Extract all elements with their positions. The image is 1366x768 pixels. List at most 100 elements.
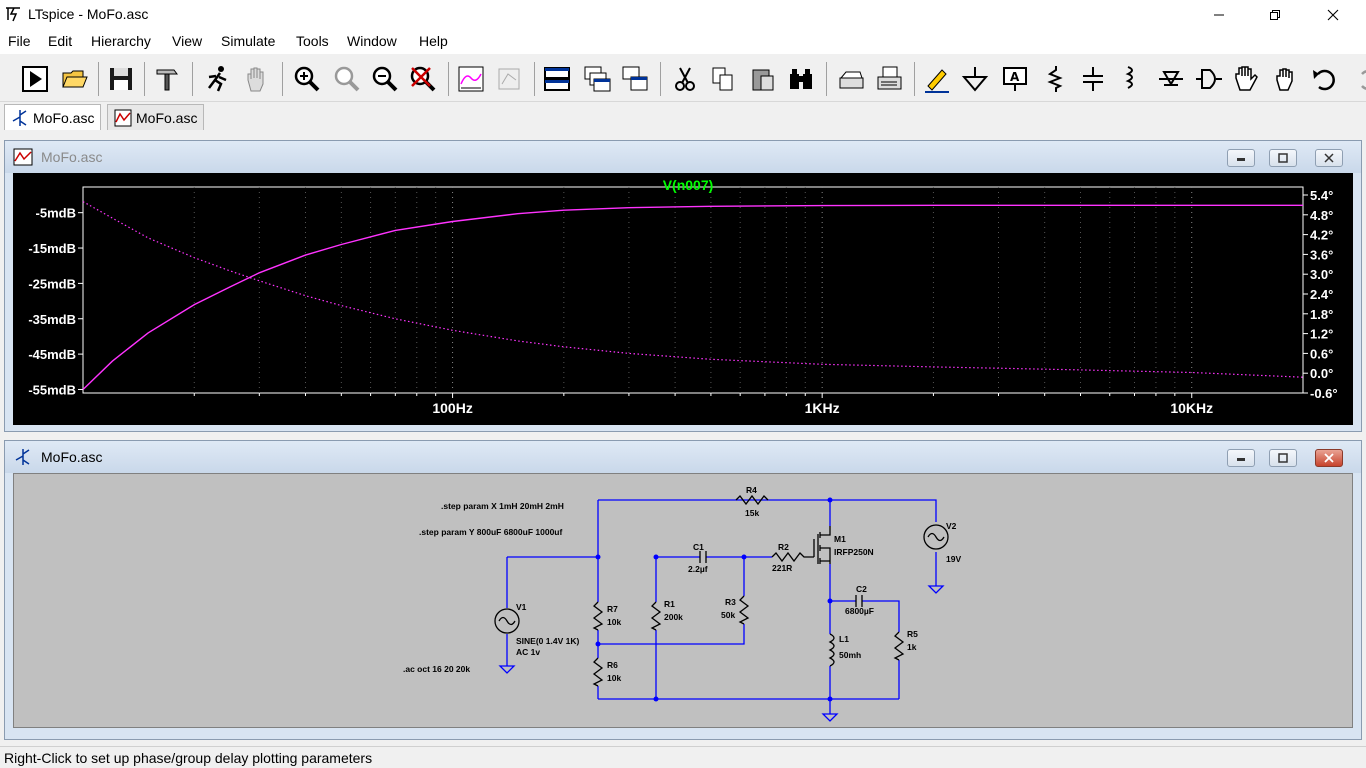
schematic-canvas[interactable]: .step param X 1mH 20mH 2mH .step param Y… (13, 473, 1353, 728)
menu-edit[interactable]: Edit (48, 33, 73, 49)
schematic-window-titlebar[interactable]: MoFo.asc (5, 441, 1361, 473)
title-bar: LTspice - MoFo.asc (0, 0, 1366, 30)
waveform-close-button[interactable] (1315, 149, 1343, 167)
schematic-close-button[interactable] (1315, 449, 1343, 467)
magnitude-trace (82, 204, 1303, 391)
close-button[interactable] (1310, 0, 1356, 30)
y-right-tick-label: 0.6° (1310, 346, 1333, 361)
find-binoculars-icon[interactable] (786, 64, 816, 94)
label-v1-name: V1 (516, 602, 527, 612)
label-c1-name: C1 (693, 542, 704, 552)
draw-wire-pencil-icon[interactable] (922, 64, 952, 94)
zoom-in-icon[interactable] (292, 64, 322, 94)
menu-simulate[interactable]: Simulate (221, 33, 276, 49)
zoom-fit-icon[interactable] (332, 64, 362, 94)
components (494, 494, 949, 687)
label-m1-value: IRFP250N (834, 547, 874, 557)
menu-window[interactable]: Window (347, 33, 397, 49)
y-right-tick-label: 3.0° (1310, 267, 1333, 282)
tile-vertical-icon[interactable] (620, 64, 650, 94)
plot-frame (82, 186, 1304, 394)
menu-hierarchy[interactable]: Hierarchy (91, 33, 151, 49)
halt-running-man-icon[interactable] (202, 64, 232, 94)
y-left-tick-label: -25mdB (28, 276, 76, 291)
print-setup-icon[interactable] (836, 64, 866, 94)
y-right-tick-label: 1.2° (1310, 327, 1333, 342)
step-directive-y[interactable]: .step param Y 800uF 6800uF 1000uf (419, 527, 562, 537)
diode-icon[interactable] (1156, 64, 1186, 94)
y-left-tick-label: -15mdB (28, 241, 76, 256)
close-icon (1327, 9, 1339, 21)
x-tick-label: 1KHz (805, 400, 840, 416)
minimize-button[interactable] (1196, 0, 1242, 30)
window-title: LTspice - MoFo.asc (28, 6, 149, 22)
schematic-minimize-button[interactable] (1227, 449, 1255, 467)
drag-hand-icon[interactable] (1272, 64, 1302, 94)
cut-scissors-icon[interactable] (670, 64, 700, 94)
waveform-maximize-button[interactable] (1269, 149, 1297, 167)
plot-trace-title[interactable]: V(n007) (663, 177, 714, 193)
undo-icon[interactable] (1310, 64, 1340, 94)
menu-bar: File Edit Hierarchy View Simulate Tools … (0, 30, 1366, 54)
minimize-icon (1237, 458, 1245, 461)
label-net-icon[interactable]: A (1000, 64, 1030, 94)
menu-help[interactable]: Help (419, 33, 448, 49)
y-left-tick-label: -55mdB (28, 382, 76, 397)
paste-icon[interactable] (748, 64, 778, 94)
label-r3-name: R3 (725, 597, 736, 607)
waveform-window-title: MoFo.asc (41, 149, 103, 165)
tab-waveform[interactable]: MoFo.asc (107, 104, 205, 130)
ground-icon[interactable] (960, 64, 990, 94)
y-right-tick-label: 4.2° (1310, 228, 1333, 243)
label-r7-name: R7 (607, 604, 618, 614)
step-directive-x[interactable]: .step param X 1mH 20mH 2mH (441, 501, 564, 511)
tab-schematic[interactable]: MoFo.asc (4, 104, 102, 130)
label-r6-value: 10k (607, 673, 621, 683)
label-v2-value: 19V (946, 554, 961, 564)
resistor-icon[interactable] (1040, 64, 1070, 94)
zoom-out-icon[interactable] (370, 64, 400, 94)
copy-icon[interactable] (708, 64, 738, 94)
hammer-icon[interactable] (152, 64, 182, 94)
label-r3-value: 50k (721, 610, 735, 620)
redo-icon[interactable] (1348, 64, 1366, 94)
schematic-labels: .step param X 1mH 20mH 2mH .step param Y… (403, 485, 961, 683)
ac-directive[interactable]: .ac oct 16 20 20k (403, 664, 470, 674)
menu-tools[interactable]: Tools (296, 33, 329, 49)
junctions (595, 497, 833, 702)
menu-file[interactable]: File (8, 33, 31, 49)
run-icon[interactable] (20, 64, 50, 94)
pan-hand-icon[interactable] (242, 64, 272, 94)
x-tick-label: 100Hz (432, 400, 472, 416)
save-icon[interactable] (106, 64, 136, 94)
document-tabs: MoFo.asc MoFo.asc (0, 102, 1366, 132)
maximize-button[interactable] (1252, 0, 1298, 30)
wires (506, 499, 937, 714)
label-r2-value: 221R (772, 563, 792, 573)
schematic-drawing[interactable]: .step param X 1mH 20mH 2mH .step param Y… (14, 474, 1352, 727)
tile-horizontal-icon[interactable] (542, 64, 572, 94)
label-r7-value: 10k (607, 617, 621, 627)
y-right-tick-label: 5.4° (1310, 188, 1333, 203)
zoom-cancel-icon[interactable] (408, 64, 438, 94)
label-r4-name: R4 (746, 485, 757, 495)
label-v2-name: V2 (946, 521, 957, 531)
inductor-icon[interactable] (1116, 64, 1146, 94)
ltspice-app-icon (6, 7, 20, 22)
component-icon[interactable] (1194, 64, 1224, 94)
waveform-window-titlebar[interactable]: MoFo.asc (5, 141, 1361, 173)
print-icon[interactable] (874, 64, 904, 94)
restore-icon (1270, 10, 1280, 20)
autorange-icon[interactable] (456, 64, 486, 94)
waveform-minimize-button[interactable] (1227, 149, 1255, 167)
schematic-maximize-button[interactable] (1269, 449, 1297, 467)
phase-trace (82, 201, 1304, 378)
pick-visible-traces-icon[interactable] (494, 64, 524, 94)
menu-view[interactable]: View (172, 33, 203, 49)
open-folder-icon[interactable] (60, 64, 90, 94)
capacitor-icon[interactable] (1078, 64, 1108, 94)
move-hand-icon[interactable] (1232, 64, 1262, 94)
cascade-icon[interactable] (582, 64, 612, 94)
